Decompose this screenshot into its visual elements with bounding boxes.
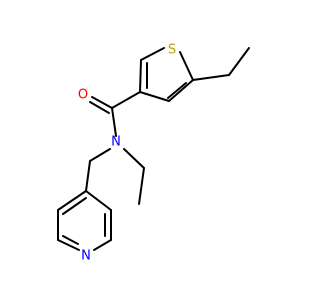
- bond-c5-c4-inner: [167, 82, 187, 99]
- molecule-diagram: S O N N: [57, 43, 250, 264]
- bond-py-n-c6: [57, 239, 80, 251]
- oxygen-atom-label: O: [78, 88, 88, 103]
- bond-c3-carbonyl: [111, 91, 141, 109]
- amide-nitrogen-atom-label: N: [111, 135, 121, 150]
- bond-c4-c3: [139, 91, 170, 102]
- structure-canvas: S O N N: [57, 42, 250, 264]
- bond-carbonyl-oxygen: [91, 96, 113, 109]
- bond-methylene-pyridine: [85, 160, 91, 192]
- bond-py-c5-c4: [57, 190, 87, 211]
- pyridine-nitrogen-atom-label: N: [81, 249, 91, 264]
- bond-s-c5: [179, 51, 194, 81]
- bond-ethyl-ch2-ch3: [228, 47, 250, 76]
- bond-c5-ethyl-ch2: [192, 74, 230, 81]
- sulfur-atom-label: S: [168, 43, 176, 58]
- bond-carbonyl-nitrogen: [111, 107, 117, 137]
- bond-c5-c4: [168, 79, 194, 102]
- bond-py-c2-n: [93, 239, 112, 251]
- bond-py-c4-c3: [85, 190, 112, 211]
- bond-nitrogen-methylene: [89, 148, 111, 162]
- bond-c3-c2: [139, 59, 142, 93]
- bond-nitrogen-ethyl-ch2: [123, 148, 145, 169]
- bond-c2-s: [140, 47, 165, 61]
- bond-carbonyl-oxygen-double: [89, 101, 110, 114]
- bond-py-c5-c4-inner: [62, 197, 87, 215]
- bond-n-ethyl-ch2-ch3: [138, 167, 145, 205]
- bond-py-n-c6-inner: [62, 235, 79, 245]
